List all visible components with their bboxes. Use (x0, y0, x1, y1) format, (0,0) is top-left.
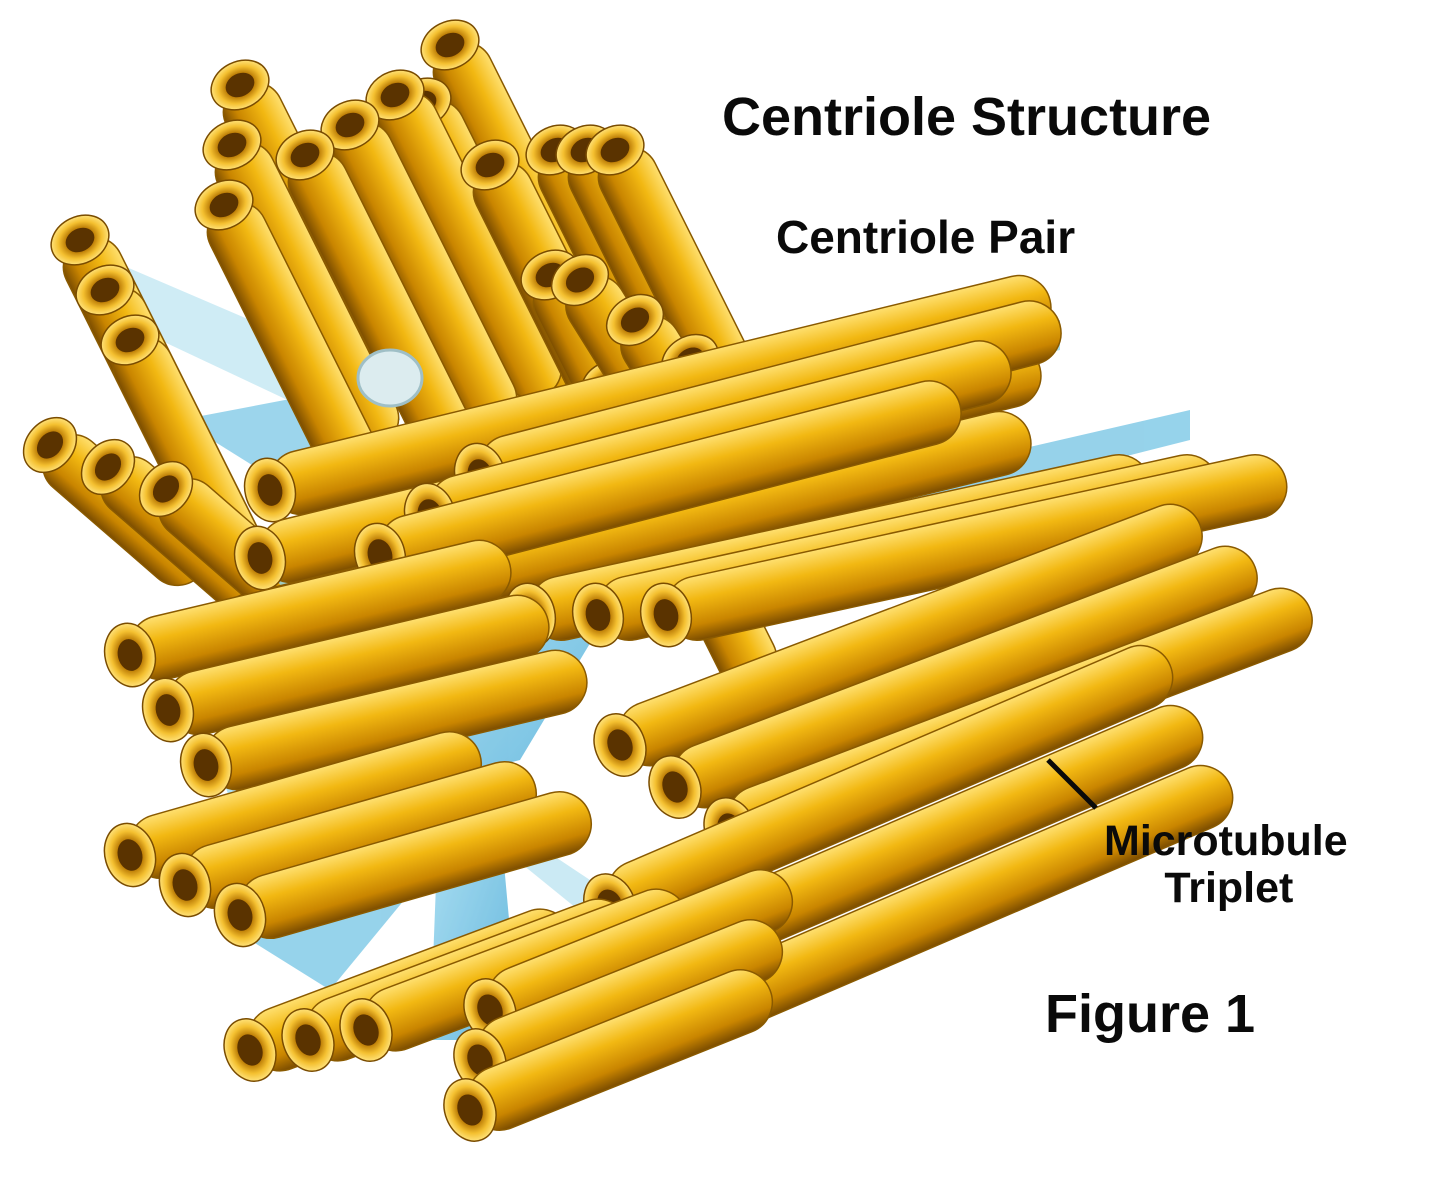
figure-label: Figure 1 (1045, 984, 1256, 1044)
diagram-title: Centriole Structure (722, 87, 1212, 147)
microtubule (141, 594, 550, 743)
microtubule-triplet-label: Microtubule Triplet (1104, 817, 1348, 913)
microtubule-label-line1: Microtubule (1104, 817, 1348, 865)
microtubule (275, 129, 473, 459)
microtubule-leader-line (1046, 758, 1098, 810)
microtubule-label-line2: Triplet (1164, 864, 1294, 913)
microtubule (194, 179, 392, 509)
microtubule (593, 503, 1203, 777)
microtubule (103, 731, 482, 888)
microtubule (365, 69, 563, 399)
centriole-pair-label: Centriole Pair (776, 211, 1076, 263)
lower-centriole-triplets (103, 274, 1313, 1142)
microtubule (158, 761, 537, 918)
microtubule (648, 545, 1258, 819)
hub-cylinder (356, 348, 424, 408)
microtubule (353, 380, 962, 588)
microtubule (443, 969, 774, 1142)
microtubule (213, 791, 592, 948)
